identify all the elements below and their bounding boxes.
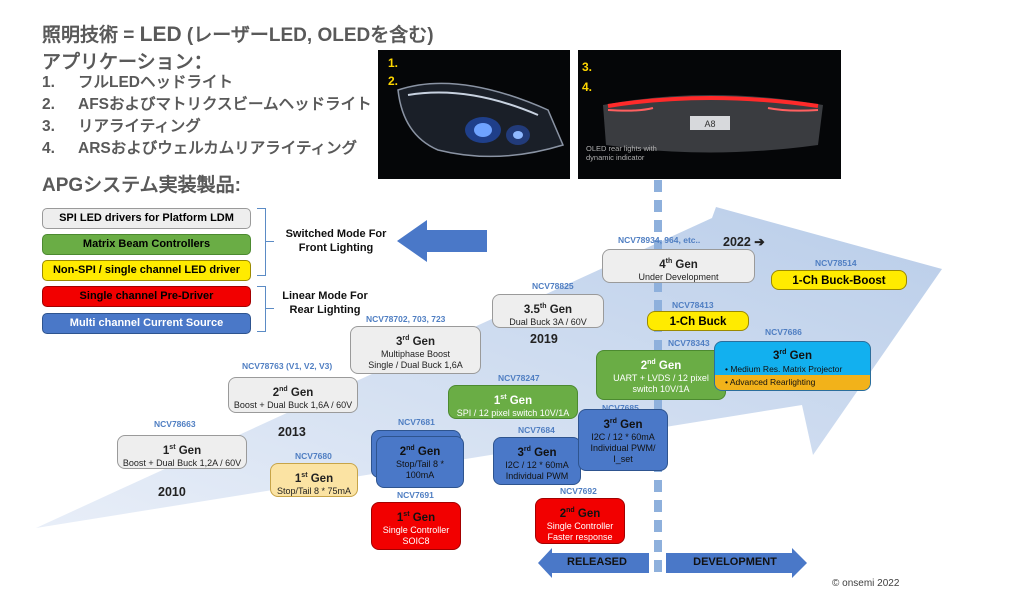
- part-number: NCV7680: [295, 451, 332, 461]
- product-ncv78934: 4th Gen Under Development: [602, 249, 755, 283]
- copyright: © onsemi 2022: [832, 578, 900, 589]
- list-item: 1.フルLEDヘッドライト: [42, 74, 234, 91]
- product-ncv78413: 1-Ch Buck: [647, 311, 749, 331]
- part-number: NCV78343: [668, 338, 710, 348]
- product-ncv78247: 1st Gen SPI / 12 pixel switch 10V/1A: [448, 385, 578, 419]
- list-item: 4.ARSおよびウェルカムリアライティング: [42, 140, 358, 157]
- photo-tag-4: 4.: [582, 80, 593, 94]
- product-ncv7686: 3rd Gen • Medium Res. Matrix Projector •…: [714, 341, 871, 391]
- applications-heading: アプリケーション：: [42, 52, 213, 73]
- product-ncv7680: 1st Gen Stop/Tail 8 * 75mA: [270, 463, 358, 497]
- year-2019: 2019: [530, 332, 558, 346]
- rearlight-photo: A8 OLED rear lights with dynamic indicat…: [578, 50, 841, 179]
- part-number: NCV78514: [815, 258, 857, 268]
- list-item: 3.リアライティング: [42, 118, 201, 135]
- switched-mode-bracket: [257, 208, 266, 276]
- legend-current-source: Multi channel Current Source: [42, 313, 251, 334]
- left-arrow-icon: [397, 220, 487, 262]
- part-number: NCV78702, 703, 723: [366, 314, 446, 324]
- product-ncv78825: 3.5th Gen Dual Buck 3A / 60V: [492, 294, 604, 328]
- part-number: NCV78247: [498, 373, 540, 383]
- switched-bracket-tick: [266, 241, 274, 242]
- part-number: NCV78825: [532, 281, 574, 291]
- plate-text: A8: [704, 119, 715, 129]
- product-ncv7691: 1st Gen Single Controller SOIC8: [371, 502, 461, 550]
- year-2013: 2013: [278, 425, 306, 439]
- part-number: NCV7686: [765, 327, 802, 337]
- development-label: DEVELOPMENT: [693, 556, 777, 568]
- linear-bracket-tick: [266, 308, 274, 309]
- legend-pre-driver: Single channel Pre-Driver: [42, 286, 251, 307]
- page-title: 照明技術 = LED (レーザーLED, OLEDを含む): [42, 23, 434, 46]
- product-ncv78343: 2nd Gen UART + LVDS / 12 pixel switch 10…: [596, 350, 726, 400]
- linear-mode-bracket: [257, 286, 266, 332]
- part-number: NCV7691: [397, 490, 434, 500]
- product-ncv78763: 2nd Gen Boost + Dual Buck 1,6A / 60V: [228, 377, 358, 413]
- list-item: 2.AFSおよびマトリクスビームヘッドライト: [42, 96, 372, 113]
- photo-tag-2: 2.: [388, 74, 399, 88]
- product-ncv7685: 3rd Gen I2C / 12 * 60mA Individual PWM/ …: [578, 409, 668, 471]
- legend-matrix-beam: Matrix Beam Controllers: [42, 234, 251, 255]
- part-number: NCV78413: [672, 300, 714, 310]
- released-label: RELEASED: [567, 556, 627, 568]
- part-number: NCV7685: [602, 403, 639, 413]
- ncv7686-lower-band: [715, 375, 870, 390]
- product-ncv7681: 2nd Gen Stop/Tail 8 * 100mA: [376, 436, 464, 488]
- photo-tag-1: 1.: [388, 56, 399, 70]
- product-ncv78663: 1st Gen Boost + Dual Buck 1,2A / 60V: [117, 435, 247, 469]
- product-ncv78702: 3rd Gen Multiphase Boost Single / Dual B…: [350, 326, 481, 374]
- legend-spi-led-drivers: SPI LED drivers for Platform LDM: [42, 208, 251, 229]
- photo-caption-1: OLED rear lights with: [586, 144, 657, 153]
- part-number: NCV7681: [398, 417, 435, 427]
- part-number: NCV7692: [560, 486, 597, 496]
- rearlight-image: A8 OLED rear lights with dynamic indicat…: [586, 95, 823, 162]
- development-arrow-icon: [666, 548, 807, 578]
- year-2022: 2022 ➔: [723, 235, 765, 249]
- part-number: NCV78663: [154, 419, 196, 429]
- photo-caption-2: dynamic indicator: [586, 153, 645, 162]
- released-arrow-icon: [538, 548, 649, 578]
- year-2010: 2010: [158, 485, 186, 499]
- part-number: NCV78763 (V1, V2, V3): [242, 361, 333, 371]
- part-number: NCV7684: [518, 425, 555, 435]
- product-ncv78514: 1-Ch Buck-Boost: [771, 270, 907, 290]
- product-ncv7692: 2nd Gen Single Controller Faster respons…: [535, 498, 625, 544]
- product-ncv7684: 3rd Gen I2C / 12 * 60mA Individual PWM: [493, 437, 581, 485]
- photo-tag-3: 3.: [582, 60, 593, 74]
- apg-heading: APGシステム実装製品:: [42, 175, 241, 196]
- arrow-right-icon: ➔: [754, 235, 765, 249]
- part-number: NCV78934, 964, etc..: [618, 235, 701, 245]
- headlight-image: [397, 82, 565, 158]
- applications-list: 1.フルLEDヘッドライト 2.AFSおよびマトリクスビームヘッドライト 3.リ…: [42, 72, 372, 160]
- headlight-photo: 1. 2.: [378, 50, 570, 179]
- legend-non-spi: Non-SPI / single channel LED driver: [42, 260, 251, 281]
